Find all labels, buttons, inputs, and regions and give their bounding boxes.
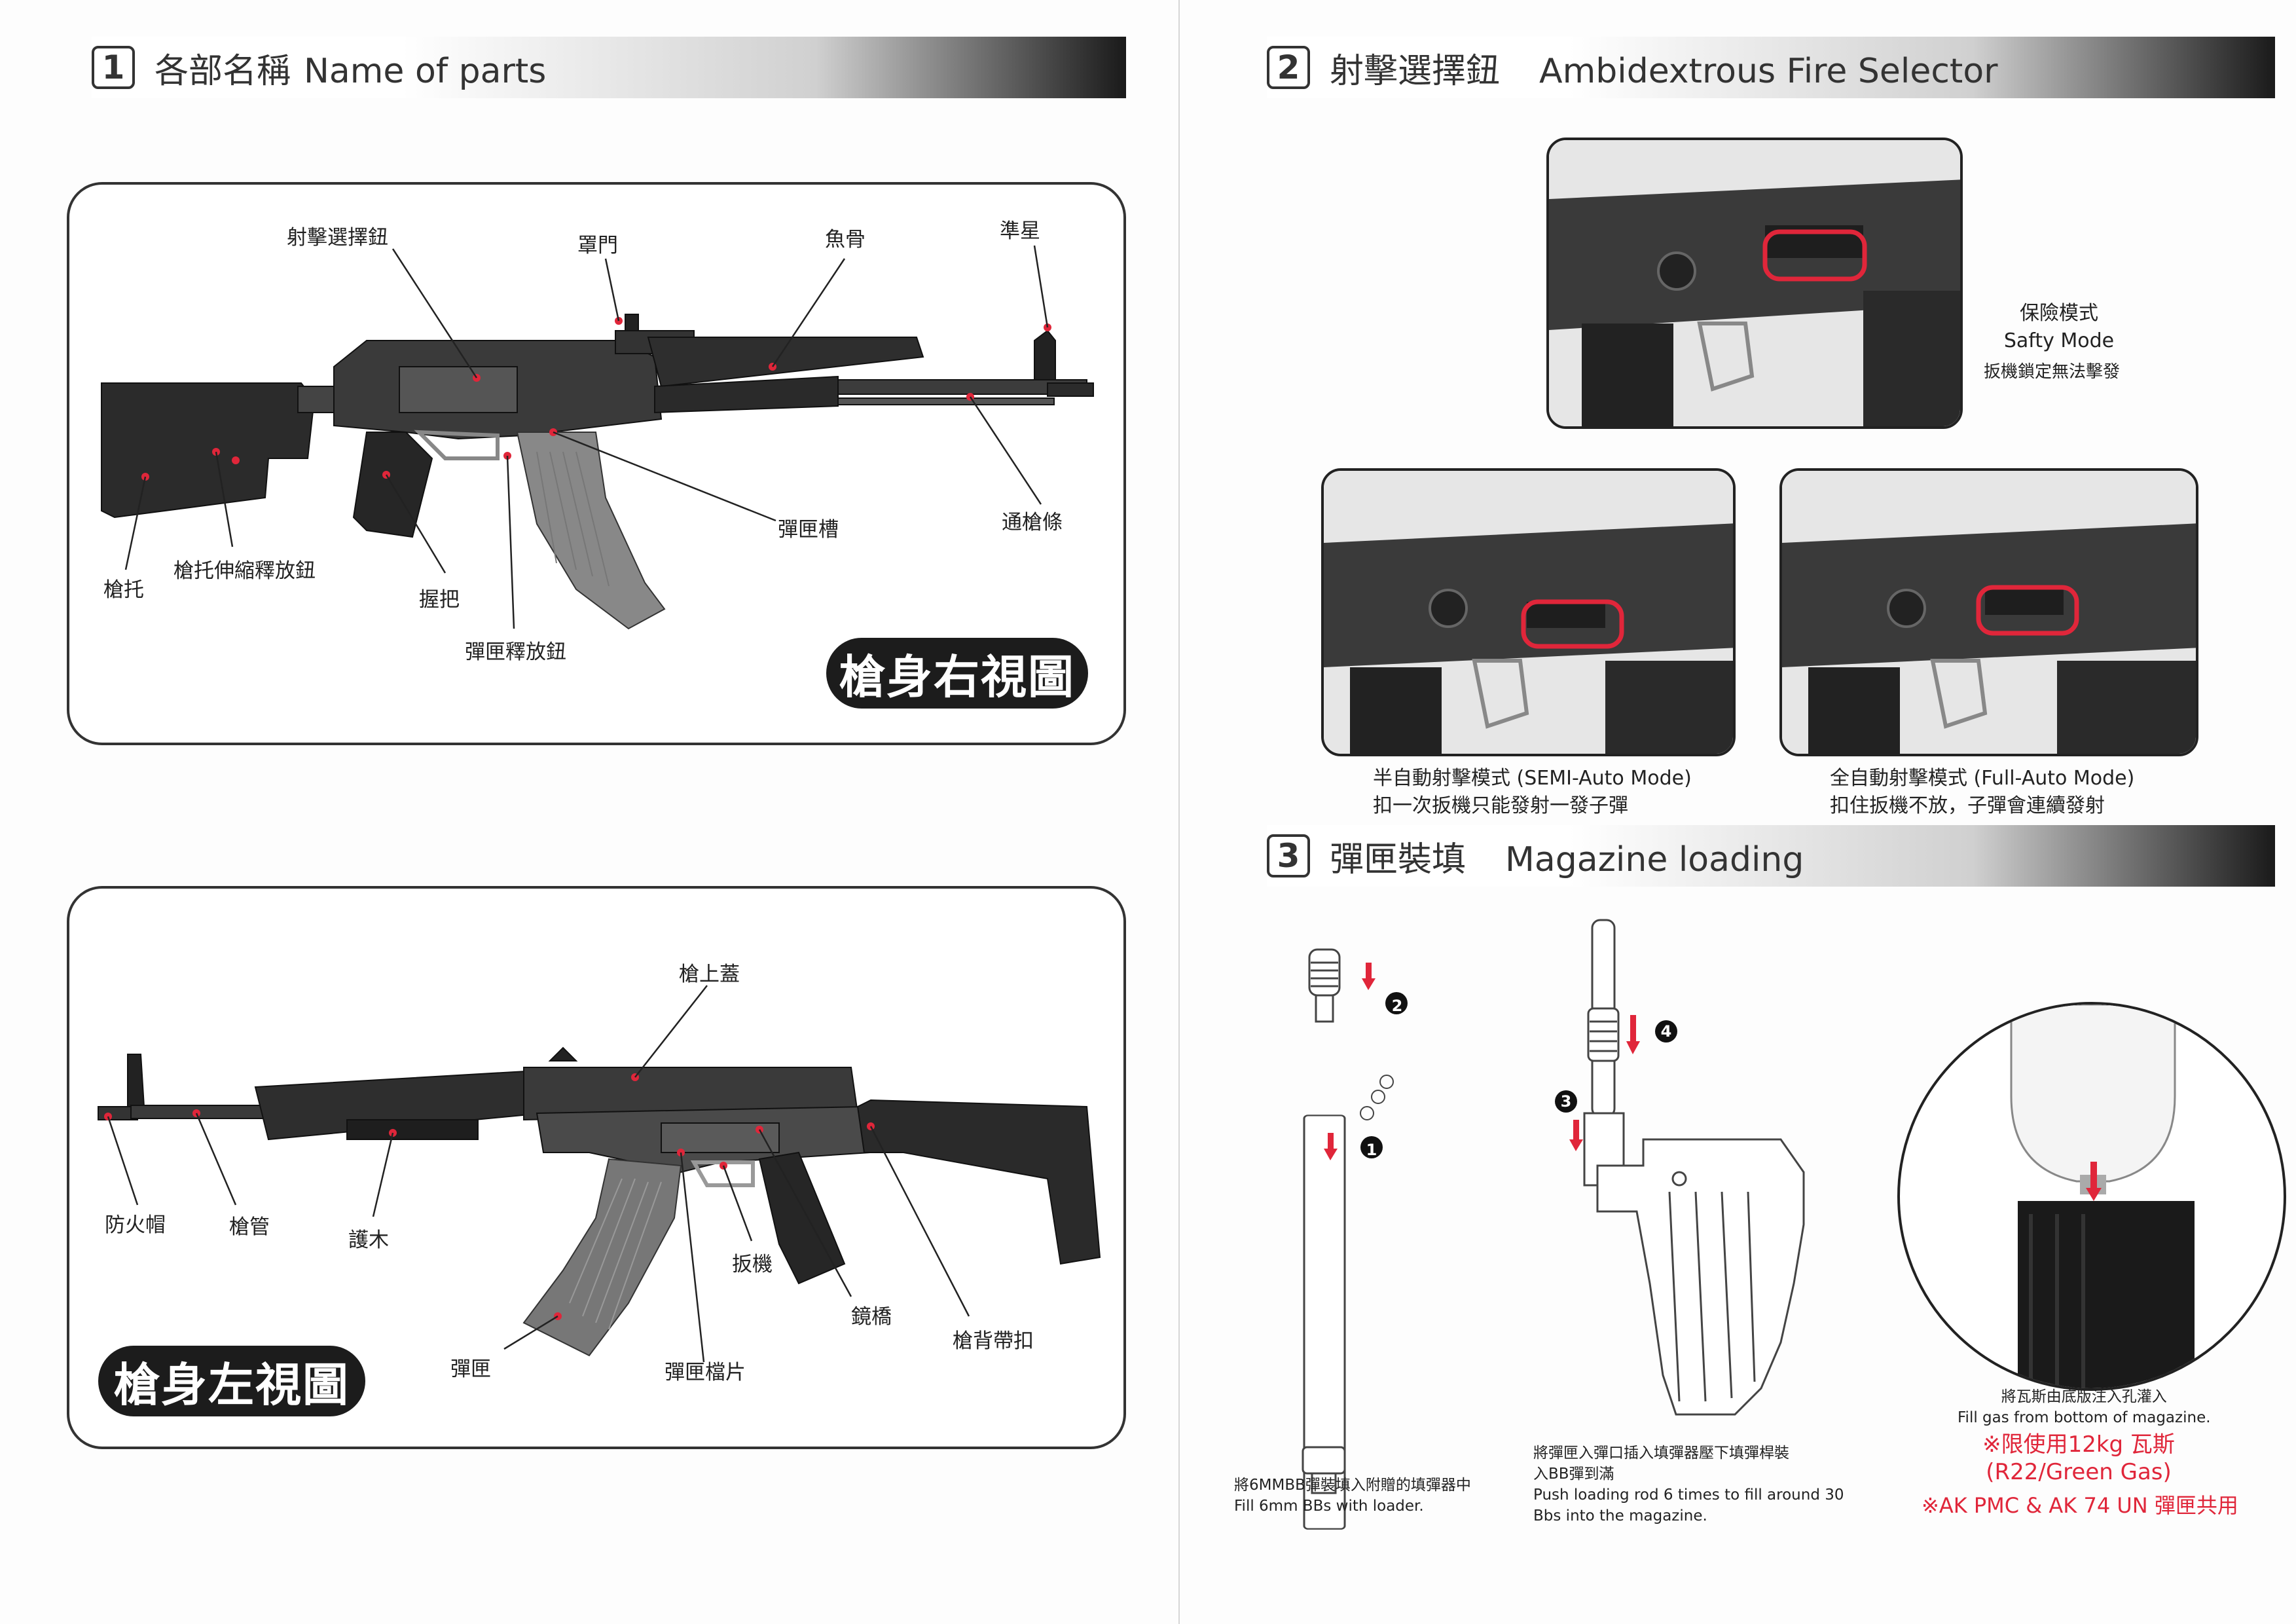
step-a-caption: 將6MMBB彈裝填入附贈的填彈器中 Fill 6mm BBs with load…: [1234, 1477, 1471, 1515]
step-1-marker: 1: [1366, 1141, 1377, 1159]
label-cleaning-rod: 通槍條: [1002, 511, 1063, 534]
step-4-marker: 4: [1660, 1022, 1672, 1041]
safe-mode-caption: 保險模式 Safty Mode: [2003, 302, 2115, 352]
right-view-badge: 槍身右視圖: [826, 638, 1088, 709]
page-fold: [1178, 0, 1180, 1624]
magazine-compat-note: ※AK PMC & AK 74 UN 彈匣共用: [1922, 1493, 2238, 1518]
gas-warning: ※限使用12kg 瓦斯 (R22/Green Gas): [1982, 1431, 2175, 1485]
label-front-sight: 準星: [1000, 219, 1040, 243]
label-handguard: 護木: [348, 1228, 389, 1252]
step-2-marker: 2: [1391, 997, 1403, 1015]
label-mag-well: 彈匣槽: [778, 518, 839, 542]
label-trigger: 扳機: [732, 1253, 773, 1276]
label-dust-cover: 罩門: [577, 234, 618, 257]
full-mode-photo: [1779, 468, 2198, 756]
magazine-loading-illustration: [1555, 919, 1805, 1416]
label-sling-swivel: 槍背帶扣: [953, 1329, 1034, 1353]
bb-loader-illustration: [1302, 948, 1408, 1530]
left-view-rifle: [98, 985, 1101, 1363]
label-mag-catch: 彈匣檔片: [665, 1361, 746, 1384]
section-number: 1: [92, 46, 135, 89]
label-stock-release: 槍托伸縮釋放鈕: [173, 559, 316, 583]
label-mag-release: 彈匣釋放鈕: [465, 640, 566, 664]
step-3-marker: 3: [1560, 1092, 1572, 1111]
right-view-rifle: [101, 245, 1094, 630]
label-rail: 魚骨: [825, 228, 866, 251]
label-scope-mount: 鏡橋: [851, 1305, 892, 1329]
safe-mode-note: 扳機鎖定無法擊發: [1984, 362, 2121, 382]
label-magazine: 彈匣: [450, 1357, 491, 1381]
section-number: 3: [1267, 834, 1310, 877]
label-flash-hider: 防火帽: [105, 1213, 166, 1237]
step-b-caption: 將彈匣入彈口插入填彈器壓下填彈桿裝 入BB彈到滿 Push loading ro…: [1533, 1445, 1844, 1524]
safe-mode-photo: [1546, 138, 1963, 429]
label-barrel: 槍管: [229, 1215, 270, 1239]
label-selector: 射擊選擇鈕: [287, 226, 388, 249]
selector-highlight: [1976, 585, 2079, 636]
label-top-cover: 槍上蓋: [679, 963, 740, 986]
gas-fill-photo: [1897, 1002, 2286, 1391]
semi-mode-caption: 半自動射擊模式 (SEMI-Auto Mode) 扣一次扳機只能發射一發子彈: [1373, 767, 1692, 817]
left-view-badge: 槍身左視圖: [98, 1346, 365, 1416]
selector-highlight: [1762, 229, 1867, 282]
semi-mode-photo: [1321, 468, 1736, 756]
selector-highlight: [1521, 599, 1624, 649]
full-mode-caption: 全自動射擊模式 (Full-Auto Mode) 扣住扳機不放，子彈會連續發射: [1830, 767, 2135, 817]
section-number: 2: [1267, 46, 1310, 89]
label-stock: 槍托: [103, 578, 144, 602]
gas-caption: 將瓦斯由底版注入孔灌入 Fill gas from bottom of maga…: [1958, 1388, 2211, 1426]
label-grip: 握把: [419, 588, 460, 612]
